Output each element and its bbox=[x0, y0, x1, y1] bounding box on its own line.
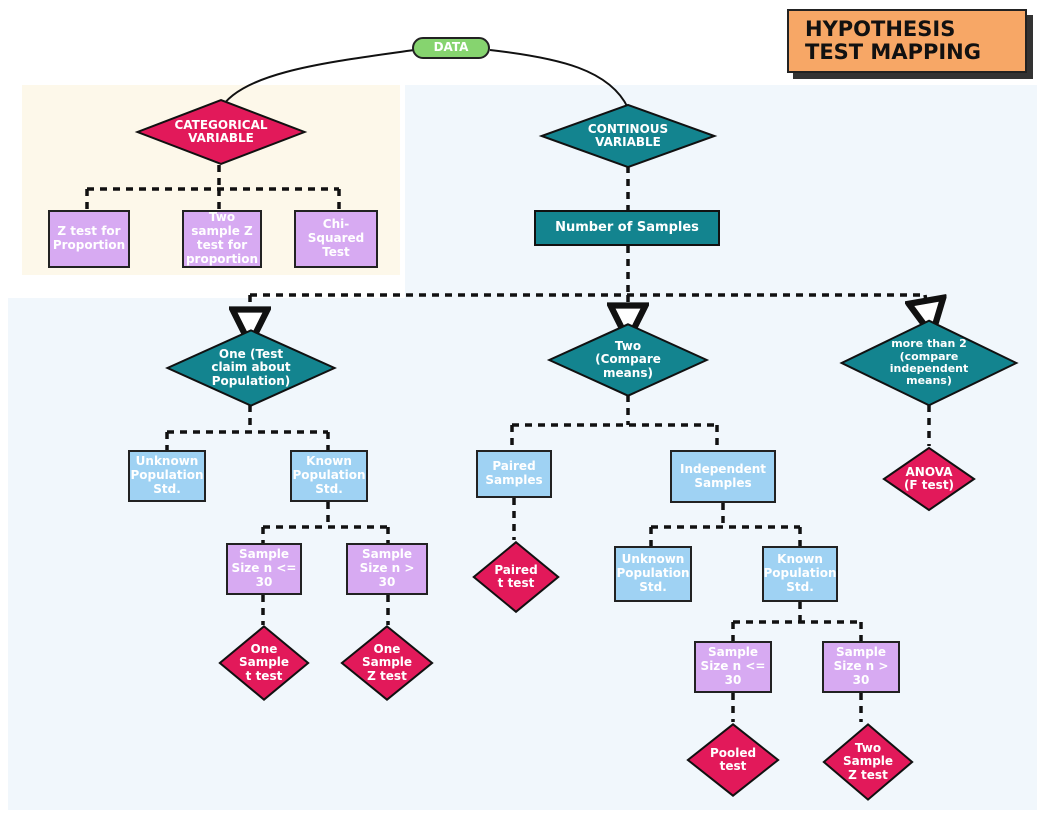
two-sample-z-proportion-box: Two sample Z test for proportion bbox=[182, 210, 262, 268]
edge-data-categorical bbox=[219, 49, 415, 111]
chi-squared-box: Chi-Squared Test bbox=[294, 210, 378, 268]
two-samples-decision: Two (Compare means) bbox=[546, 322, 710, 398]
one-sample-t-test-result: One Sample t test bbox=[218, 624, 310, 702]
unknown-population-std-box-two: Unknown Population Std. bbox=[614, 546, 692, 602]
two-sample-z-test-result: Two Sample Z test bbox=[822, 722, 914, 802]
edge-to-more bbox=[925, 295, 929, 318]
sample-size-gt30-box-two: Sample Size n > 30 bbox=[822, 641, 900, 693]
anova-test-result: ANOVA (F test) bbox=[882, 446, 976, 512]
paired-t-test-result: Paired t test bbox=[472, 540, 560, 614]
continuous-variable-decision: CONTINOUS VARIABLE bbox=[538, 103, 718, 169]
continuous-panel bbox=[405, 85, 1037, 300]
more-than-two-decision: more than 2 (compare independent means) bbox=[838, 318, 1020, 408]
edge-two-split bbox=[510, 395, 719, 450]
z-test-proportion-box: Z test for Proportion bbox=[48, 210, 130, 268]
edge-one-split bbox=[165, 405, 330, 450]
known-population-std-box-one: Known Population Std. bbox=[290, 450, 368, 502]
edge-cat-split bbox=[85, 152, 341, 210]
sample-size-gt30-box-one: Sample Size n > 30 bbox=[346, 543, 428, 595]
pooled-t-test-result: Pooled test bbox=[686, 722, 780, 798]
one-sample-z-test-result: One Sample Z test bbox=[340, 624, 434, 702]
independent-samples-box: Independent Samples bbox=[670, 450, 776, 503]
number-of-samples-box: Number of Samples bbox=[534, 210, 720, 246]
edge-known1-split bbox=[261, 502, 390, 543]
edge-indep-split bbox=[649, 503, 802, 546]
edge-known2-split bbox=[731, 602, 863, 641]
unknown-population-std-box-one: Unknown Population Std. bbox=[128, 450, 206, 502]
known-population-std-box-two: Known Population Std. bbox=[762, 546, 838, 602]
sample-size-le30-box-two: Sample Size n <= 30 bbox=[694, 641, 772, 693]
paired-samples-box: Paired Samples bbox=[476, 450, 552, 498]
one-sample-decision: One (Test claim about Population) bbox=[164, 328, 338, 408]
categorical-variable-decision: CATEGORICAL VARIABLE bbox=[134, 98, 308, 166]
diagram-title: HYPOTHESIS TEST MAPPING bbox=[787, 9, 1027, 73]
sample-size-le30-box-one: Sample Size n <= 30 bbox=[226, 543, 302, 595]
data-node: DATA bbox=[412, 37, 490, 59]
edge-data-continuous bbox=[489, 49, 629, 109]
edge-numsamples-split bbox=[250, 246, 925, 297]
